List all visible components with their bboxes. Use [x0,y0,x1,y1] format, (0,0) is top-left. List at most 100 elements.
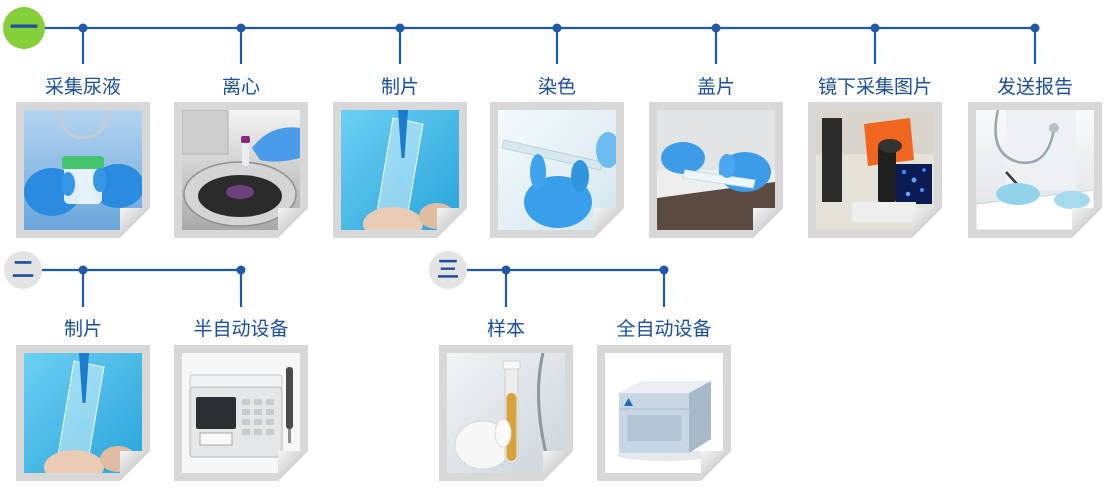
microscope-photo [816,110,934,230]
cover-slip-photo [657,110,775,230]
fluorescent-cell [912,178,917,183]
microscope-body [878,146,896,202]
microscope-eyepiece [878,139,902,153]
sample-tube-cap [241,136,250,143]
step-card-send-report [968,102,1102,238]
step-label-slide-prep: 制片 [380,77,419,98]
row-3-step-2-node [659,265,669,275]
pipette-tip [288,429,291,443]
stethoscope [58,110,110,138]
row-1-step-2-node [236,23,246,33]
keypad-key [254,429,262,435]
gloved-hand [252,127,300,161]
step-label-full-auto-device: 全自动设备 [616,319,712,340]
keypad-key [266,419,274,425]
step-photo-frame [24,110,142,230]
sample-drop [396,175,406,185]
pipette-tip [398,110,408,158]
step-card-urine-collection [16,102,150,238]
semi-auto-analyzer-photo [182,353,300,473]
urine-sample [507,393,517,461]
thumb [44,450,104,473]
row-3-step-1-node [501,265,511,275]
keypad-key [254,409,262,415]
device-logo [624,398,633,406]
pipette [286,367,293,429]
step-label-microscope-capture: 镜下采集图片 [817,77,932,98]
row-1-step-6-node [870,23,880,33]
step-card-microscope-capture [808,102,942,238]
left-thumb [61,172,75,196]
row-2-step-1-node [78,265,88,275]
left-microscope [822,118,842,202]
slide-prep-photo [341,110,459,230]
gloved-finger [530,154,546,190]
stethoscope-chest-piece [1049,123,1059,133]
step-label-urine-collection: 采集尿液 [44,77,121,98]
device-top [619,381,711,393]
row-2-number: 二 [11,257,34,282]
step-photo-frame [341,110,459,230]
centrifuge-lid [182,110,228,154]
resting-hand [1054,191,1090,209]
step-card-centrifuge [174,102,308,238]
step-label-centrifuge: 离心 [221,77,260,98]
step-label-cover-slip: 盖片 [696,77,735,98]
right-thumb [93,168,107,192]
paper-slot [200,433,232,445]
lab-coat [1006,110,1076,190]
keypad-key [242,429,250,435]
fluorescent-cell [922,168,926,172]
row-1-step-7-node [1030,23,1040,33]
step-photo-frame [976,110,1094,230]
thumb [363,207,423,230]
row-1-number-badge: 一 [3,7,45,49]
row-2-number-badge: 二 [4,251,42,289]
step-label-send-report: 发送报告 [996,77,1073,98]
fluorescent-cell [906,192,910,196]
step-label-semi-auto-device: 半自动设备 [193,319,289,340]
microscope-base [852,202,916,222]
step-card-staining [490,102,624,238]
urine-collection-photo [24,110,142,230]
step-photo-frame [816,110,934,230]
monitor [896,164,932,204]
keypad-key [266,409,274,415]
step-card-full-auto-device [597,345,731,481]
sample-tube [242,140,249,166]
row-1-step-4-node [552,23,562,33]
printer-window [196,397,236,429]
writing-hand [996,183,1040,205]
device-front-panel [627,415,681,441]
keypad-key [242,419,250,425]
keypad-key [266,399,274,405]
step-photo-frame [657,110,775,230]
row-1-step-3-node [395,23,405,33]
step-label-staining: 染色 [537,77,576,98]
sample-drop [77,420,87,430]
row-3-number-badge: 三 [429,251,467,289]
step-card-sample [439,345,573,481]
keypad-key [266,429,274,435]
left-glove [661,142,705,174]
step-card-cover-slip [649,102,783,238]
step-label-sample: 样本 [486,319,525,340]
row-1-step-5-node [711,23,721,33]
microscope-slide [683,170,755,188]
test-tube-cap [503,361,520,369]
step-photo-frame [182,353,300,473]
second-glove [596,132,616,168]
keypad-key [254,419,262,425]
keypad-key [242,409,250,415]
report-photo [976,110,1094,230]
sample-cup [64,166,102,204]
fluorescent-cell [920,188,924,192]
stethoscope [996,110,1055,163]
right-finger [719,154,735,178]
sample-cup-lid [62,156,104,169]
row-1-number: 一 [9,12,38,43]
gloved-thumb [571,160,589,192]
keypad-key [242,399,250,405]
step-card-slide-prep-2 [16,345,150,481]
